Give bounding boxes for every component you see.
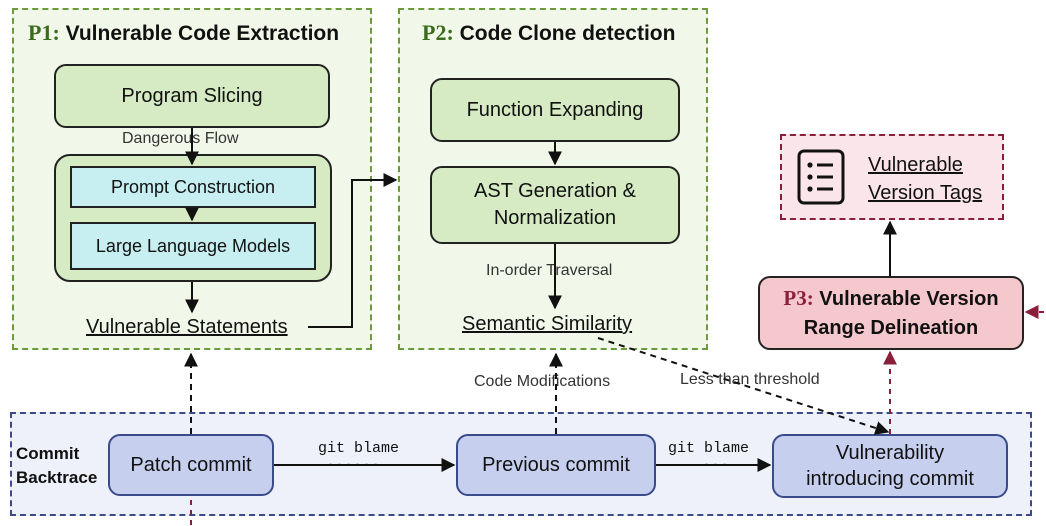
- llm-box: Large Language Models: [70, 222, 316, 270]
- prompt-construction-box: Prompt Construction: [70, 166, 316, 208]
- function-expanding-box: Function Expanding: [430, 78, 680, 142]
- p2-number: P2:: [422, 20, 454, 45]
- inorder-traversal-label: In-order Traversal: [486, 262, 613, 279]
- list-icon: [796, 148, 846, 206]
- vic-line1: Vulnerability: [835, 442, 945, 464]
- semantic-similarity-label: Semantic Similarity: [462, 313, 633, 335]
- vic-line2: introducing commit: [806, 468, 974, 490]
- code-modifications-label: Code Modifications: [474, 373, 611, 390]
- patch-commit-box: Patch commit: [108, 434, 274, 496]
- ast-line2: Normalization: [493, 207, 617, 229]
- commit-label-line2: Backtrace: [16, 467, 98, 487]
- dots-label-1: ......: [326, 454, 381, 471]
- solid-arrows: [185, 128, 897, 472]
- p2-title-text: Code Clone detection: [459, 22, 676, 45]
- p1-number: P1:: [28, 20, 60, 45]
- red-dashed-arrows: [190, 305, 1044, 526]
- previous-commit-box: Previous commit: [456, 434, 656, 496]
- ast-box: AST Generation & Normalization: [430, 166, 680, 244]
- dangerous-flow-label: Dangerous Flow: [122, 130, 239, 147]
- p3-number: P3:: [783, 286, 814, 311]
- commit-label-line1: Commit: [16, 444, 80, 463]
- commit-backtrace-label: Commit Backtrace: [16, 442, 97, 490]
- arrow-statements-to-p2: [308, 173, 398, 328]
- ast-line1: AST Generation &: [474, 180, 636, 202]
- p3-title-line1: Vulnerable Version: [819, 288, 999, 311]
- program-slicing-box: Program Slicing: [54, 64, 330, 128]
- git-blame-label-1: git blame: [318, 440, 400, 457]
- p1-title: P1: Vulnerable Code Extraction: [28, 20, 339, 46]
- vuln-introducing-commit-box: Vulnerability introducing commit: [772, 434, 1008, 498]
- arrow-threshold-to-vic: [597, 337, 890, 435]
- dashed-arrows: [184, 337, 890, 435]
- p3-title-line1-wrap: P3: Vulnerable Version: [783, 284, 998, 313]
- version-tags-line1: Vulnerable: [868, 154, 963, 176]
- p2-title: P2: Code Clone detection: [422, 20, 675, 46]
- p3-title-line2: Range Delineation: [803, 316, 979, 339]
- version-tags-line2: Version Tags: [868, 182, 983, 204]
- vulnerable-statements-label: Vulnerable Statements: [86, 316, 288, 338]
- p3-box: P3: Vulnerable Version Range Delineation: [758, 276, 1024, 350]
- dots-label-2: ...: [702, 454, 730, 471]
- p1-title-text: Vulnerable Code Extraction: [65, 22, 340, 45]
- git-blame-label-2: git blame: [668, 440, 750, 457]
